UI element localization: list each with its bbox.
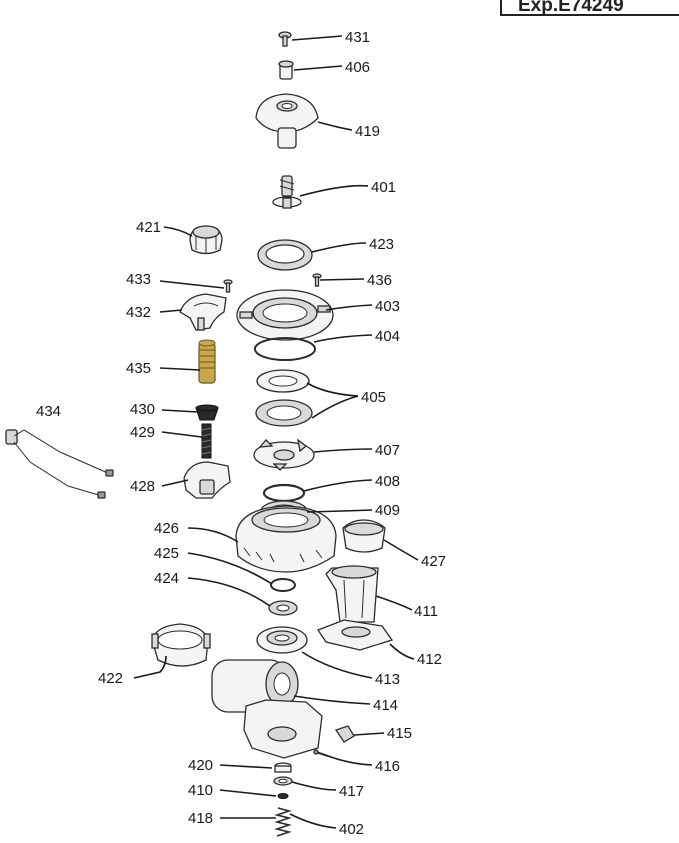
- label-411: 411: [414, 603, 438, 620]
- label-419: 419: [355, 123, 380, 140]
- label-408: 408: [375, 473, 400, 490]
- label-425: 425: [154, 545, 179, 562]
- label-435: 435: [126, 360, 151, 377]
- label-434: 434: [36, 403, 61, 420]
- label-430: 430: [130, 401, 155, 418]
- label-432: 432: [126, 304, 151, 321]
- label-420: 420: [188, 757, 213, 774]
- label-409: 409: [375, 502, 400, 519]
- part-labels: 431 406 419 401 421 423 433 436 432 403 …: [36, 29, 446, 838]
- label-436: 436: [367, 272, 392, 289]
- label-424: 424: [154, 570, 179, 587]
- part-434-wire-harness: [5, 429, 114, 499]
- part-417-washer: [273, 776, 293, 786]
- label-407: 407: [375, 442, 400, 459]
- label-426: 426: [154, 520, 179, 537]
- label-429: 429: [130, 424, 155, 441]
- part-422-clamp-ring: [151, 623, 211, 667]
- label-410: 410: [188, 782, 213, 799]
- part-416-pin: [313, 749, 329, 757]
- part-405-washer-upper: [256, 369, 310, 393]
- label-418: 418: [188, 810, 213, 827]
- part-425-gasket: [270, 578, 296, 592]
- part-427-collar: [342, 519, 386, 553]
- part-406-bushing: [278, 60, 294, 80]
- part-407-impeller: [253, 438, 315, 471]
- part-404-o-ring: [254, 337, 316, 361]
- label-428: 428: [130, 478, 155, 495]
- part-411-cup: [325, 565, 379, 623]
- part-421-knob: [189, 225, 223, 255]
- part-435-brass-valve: [198, 339, 216, 384]
- label-431: 431: [345, 29, 370, 46]
- part-415-clip: [334, 725, 355, 743]
- part-424-washer: [268, 600, 298, 616]
- label-414: 414: [373, 697, 398, 714]
- part-418-spring: [274, 807, 292, 837]
- label-422: 422: [98, 670, 123, 687]
- label-405: 405: [361, 389, 386, 406]
- part-430-diaphragm: [195, 404, 219, 421]
- label-406: 406: [345, 59, 370, 76]
- part-433-screw: [223, 279, 233, 293]
- label-416: 416: [375, 758, 400, 775]
- part-408-ring: [262, 483, 306, 503]
- part-420-cap: [274, 762, 292, 773]
- label-415: 415: [387, 725, 412, 742]
- label-401: 401: [371, 179, 396, 196]
- part-401-spindle: [272, 175, 302, 209]
- part-410-o-ring: [277, 793, 289, 799]
- part-419-cap: [255, 93, 319, 149]
- label-403: 403: [375, 298, 400, 315]
- label-413: 413: [375, 671, 400, 688]
- label-427: 427: [421, 553, 446, 570]
- part-436-screw: [312, 273, 322, 287]
- part-426-housing: [235, 505, 337, 573]
- part-423-ring: [257, 239, 313, 271]
- label-433: 433: [126, 271, 151, 288]
- part-405-washer-lower: [255, 399, 313, 427]
- label-421: 421: [136, 219, 161, 236]
- part-432-bracket: [179, 293, 227, 331]
- leader-lines: [133, 35, 419, 829]
- part-431-screw: [278, 31, 292, 47]
- part-403-base-plate: [236, 289, 334, 341]
- part-429-spring: [201, 423, 212, 459]
- part-428-bracket: [183, 461, 231, 499]
- drawing-code: Exp.E74249: [500, 0, 679, 16]
- label-423: 423: [369, 236, 394, 253]
- part-412-tray: [317, 619, 394, 651]
- label-404: 404: [375, 328, 400, 345]
- label-417: 417: [339, 783, 364, 800]
- part-414-motor: [211, 659, 323, 759]
- part-413-bowl: [256, 626, 308, 654]
- label-402: 402: [339, 821, 364, 838]
- label-412: 412: [417, 651, 442, 668]
